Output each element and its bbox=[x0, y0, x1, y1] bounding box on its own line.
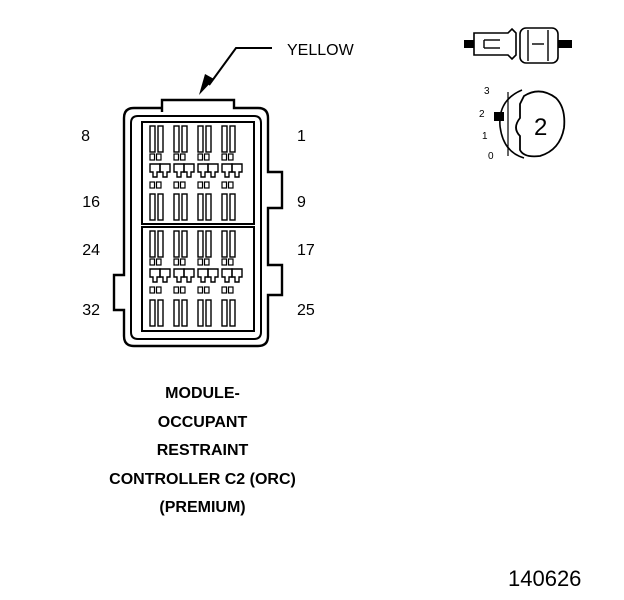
title-line: RESTRAINT bbox=[156, 442, 249, 459]
pin-label-9: 9 bbox=[297, 194, 306, 211]
key-badge: 2 bbox=[534, 114, 548, 141]
title-line: CONTROLLER C2 (ORC) bbox=[109, 470, 296, 488]
upper-cavity-block bbox=[141, 121, 255, 225]
connector-body bbox=[112, 98, 284, 348]
connector-color-label: YELLOW bbox=[287, 42, 354, 59]
position-key-icon bbox=[494, 89, 566, 159]
mating-connector-icon bbox=[464, 27, 572, 64]
pin-label-24: 24 bbox=[82, 242, 100, 259]
key-position-2: 2 bbox=[479, 109, 485, 120]
pin-label-25: 25 bbox=[297, 302, 315, 319]
yellow-leader-arrow bbox=[199, 47, 272, 95]
pin-label-1: 1 bbox=[297, 128, 306, 145]
key-position-3: 3 bbox=[484, 86, 490, 97]
pin-label-17: 17 bbox=[297, 242, 315, 259]
title-line: MODULE- bbox=[165, 385, 240, 402]
title-line: OCCUPANT bbox=[157, 413, 248, 431]
figure-number: 140626 bbox=[508, 566, 582, 591]
key-position-1: 1 bbox=[482, 131, 488, 142]
pin-label-16: 16 bbox=[82, 194, 100, 211]
pin-label-8: 8 bbox=[81, 128, 90, 145]
lower-cavity-block bbox=[141, 226, 255, 332]
connector-title: MODULE- OCCUPANT RESTRAINT CONTROLLER C2… bbox=[60, 380, 345, 523]
title-line: (PREMIUM) bbox=[159, 499, 246, 516]
key-position-0: 0 bbox=[488, 151, 494, 162]
pin-label-32: 32 bbox=[82, 302, 100, 319]
